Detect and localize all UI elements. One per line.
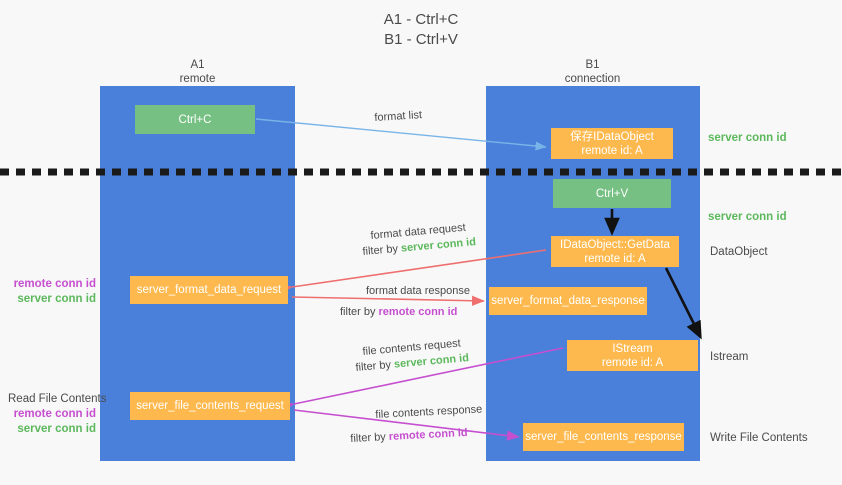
left-label-read-file-contents: Read File Contents bbox=[8, 393, 107, 405]
title-line-1: A1 - Ctrl+C bbox=[383, 11, 459, 28]
filter-prefix: filter by bbox=[350, 430, 390, 445]
arrow-format-data-response bbox=[291, 295, 485, 306]
node-save-idataobject-line2: remote id: A bbox=[581, 144, 643, 157]
arrow-file-contents-response bbox=[293, 409, 520, 441]
left-label-remote-conn-id-2: remote conn id bbox=[13, 408, 96, 420]
node-ctrl-c-label: Ctrl+C bbox=[178, 113, 212, 126]
lane-a1-sub: remote bbox=[179, 73, 216, 85]
lane-b1-sub: connection bbox=[564, 73, 621, 85]
left-label-remote-conn-id-1: remote conn id bbox=[13, 278, 96, 290]
right-label-write-file-contents: Write File Contents bbox=[710, 432, 808, 444]
left-label-conn-ids-top: remote conn id server conn id bbox=[8, 277, 96, 307]
right-label-istream: Istream bbox=[710, 351, 749, 363]
node-server-format-data-response-label: server_format_data_response bbox=[491, 295, 645, 307]
lane-a1-name: A1 bbox=[190, 59, 205, 71]
node-server-file-contents-request-label: server_file_contents_request bbox=[136, 400, 284, 412]
filter-prefix: filter by bbox=[340, 306, 379, 318]
arrow-format-data-request bbox=[279, 249, 547, 294]
filter-prefix: filter by bbox=[362, 242, 402, 258]
node-save-idataobject: 保存IDataObject remote id: A bbox=[551, 128, 673, 159]
filter-prefix: filter by bbox=[355, 358, 395, 374]
edge-label-format-data-response: format data response bbox=[366, 284, 470, 298]
lane-b1-name: B1 bbox=[585, 59, 600, 71]
node-server-format-data-response: server_format_data_response bbox=[489, 287, 647, 315]
arrow-file-contents-request bbox=[281, 347, 564, 412]
edge-label-format-list: format list bbox=[374, 108, 422, 125]
node-istream: IStream remote id: A bbox=[567, 340, 698, 371]
node-idataobject-getdata-line1: IDataObject::GetData bbox=[560, 238, 670, 251]
node-idataobject-getdata-line2: remote id: A bbox=[584, 252, 646, 265]
node-server-file-contents-response-label: server_file_contents_response bbox=[525, 431, 682, 443]
arrow-format-list bbox=[255, 118, 547, 151]
node-ctrl-v-label: Ctrl+V bbox=[595, 187, 629, 200]
lane-header-a1: A1 remote bbox=[130, 58, 265, 86]
page-title: A1 - Ctrl+C B1 - Ctrl+V bbox=[0, 10, 842, 50]
node-istream-line2: remote id: A bbox=[601, 356, 664, 369]
filter-key-remote-conn-id: remote conn id bbox=[378, 306, 458, 318]
edge-label-format-data-response-filter: filter by remote conn id bbox=[340, 305, 457, 319]
node-istream-line1: IStream bbox=[612, 342, 653, 355]
lane-header-b1: B1 connection bbox=[525, 58, 660, 86]
node-server-file-contents-request: server_file_contents_request bbox=[130, 392, 290, 420]
left-label-server-conn-id-2: server conn id bbox=[17, 423, 96, 435]
right-label-server-conn-id-1: server conn id bbox=[708, 132, 787, 144]
node-server-file-contents-response: server_file_contents_response bbox=[523, 423, 684, 451]
node-server-format-data-request: server_format_data_request bbox=[130, 276, 288, 304]
node-ctrl-c: Ctrl+C bbox=[135, 105, 255, 134]
left-label-server-conn-id-1: server conn id bbox=[17, 293, 96, 305]
right-label-server-conn-id-2: server conn id bbox=[708, 211, 787, 223]
edge-label-format-data-response-text: format data response bbox=[366, 285, 470, 297]
node-save-idataobject-line1: 保存IDataObject bbox=[570, 130, 654, 143]
left-label-read-file-contents-group: Read File Contents remote conn id server… bbox=[8, 392, 107, 437]
title-line-2: B1 - Ctrl+V bbox=[384, 31, 458, 48]
right-label-dataobject: DataObject bbox=[710, 246, 768, 258]
edge-label-format-list-text: format list bbox=[374, 109, 423, 124]
arrow-getdata-to-istream bbox=[664, 267, 702, 340]
node-server-format-data-request-label: server_format_data_request bbox=[136, 284, 282, 296]
node-ctrl-v: Ctrl+V bbox=[553, 179, 671, 208]
node-idataobject-getdata: IDataObject::GetData remote id: A bbox=[551, 236, 679, 267]
